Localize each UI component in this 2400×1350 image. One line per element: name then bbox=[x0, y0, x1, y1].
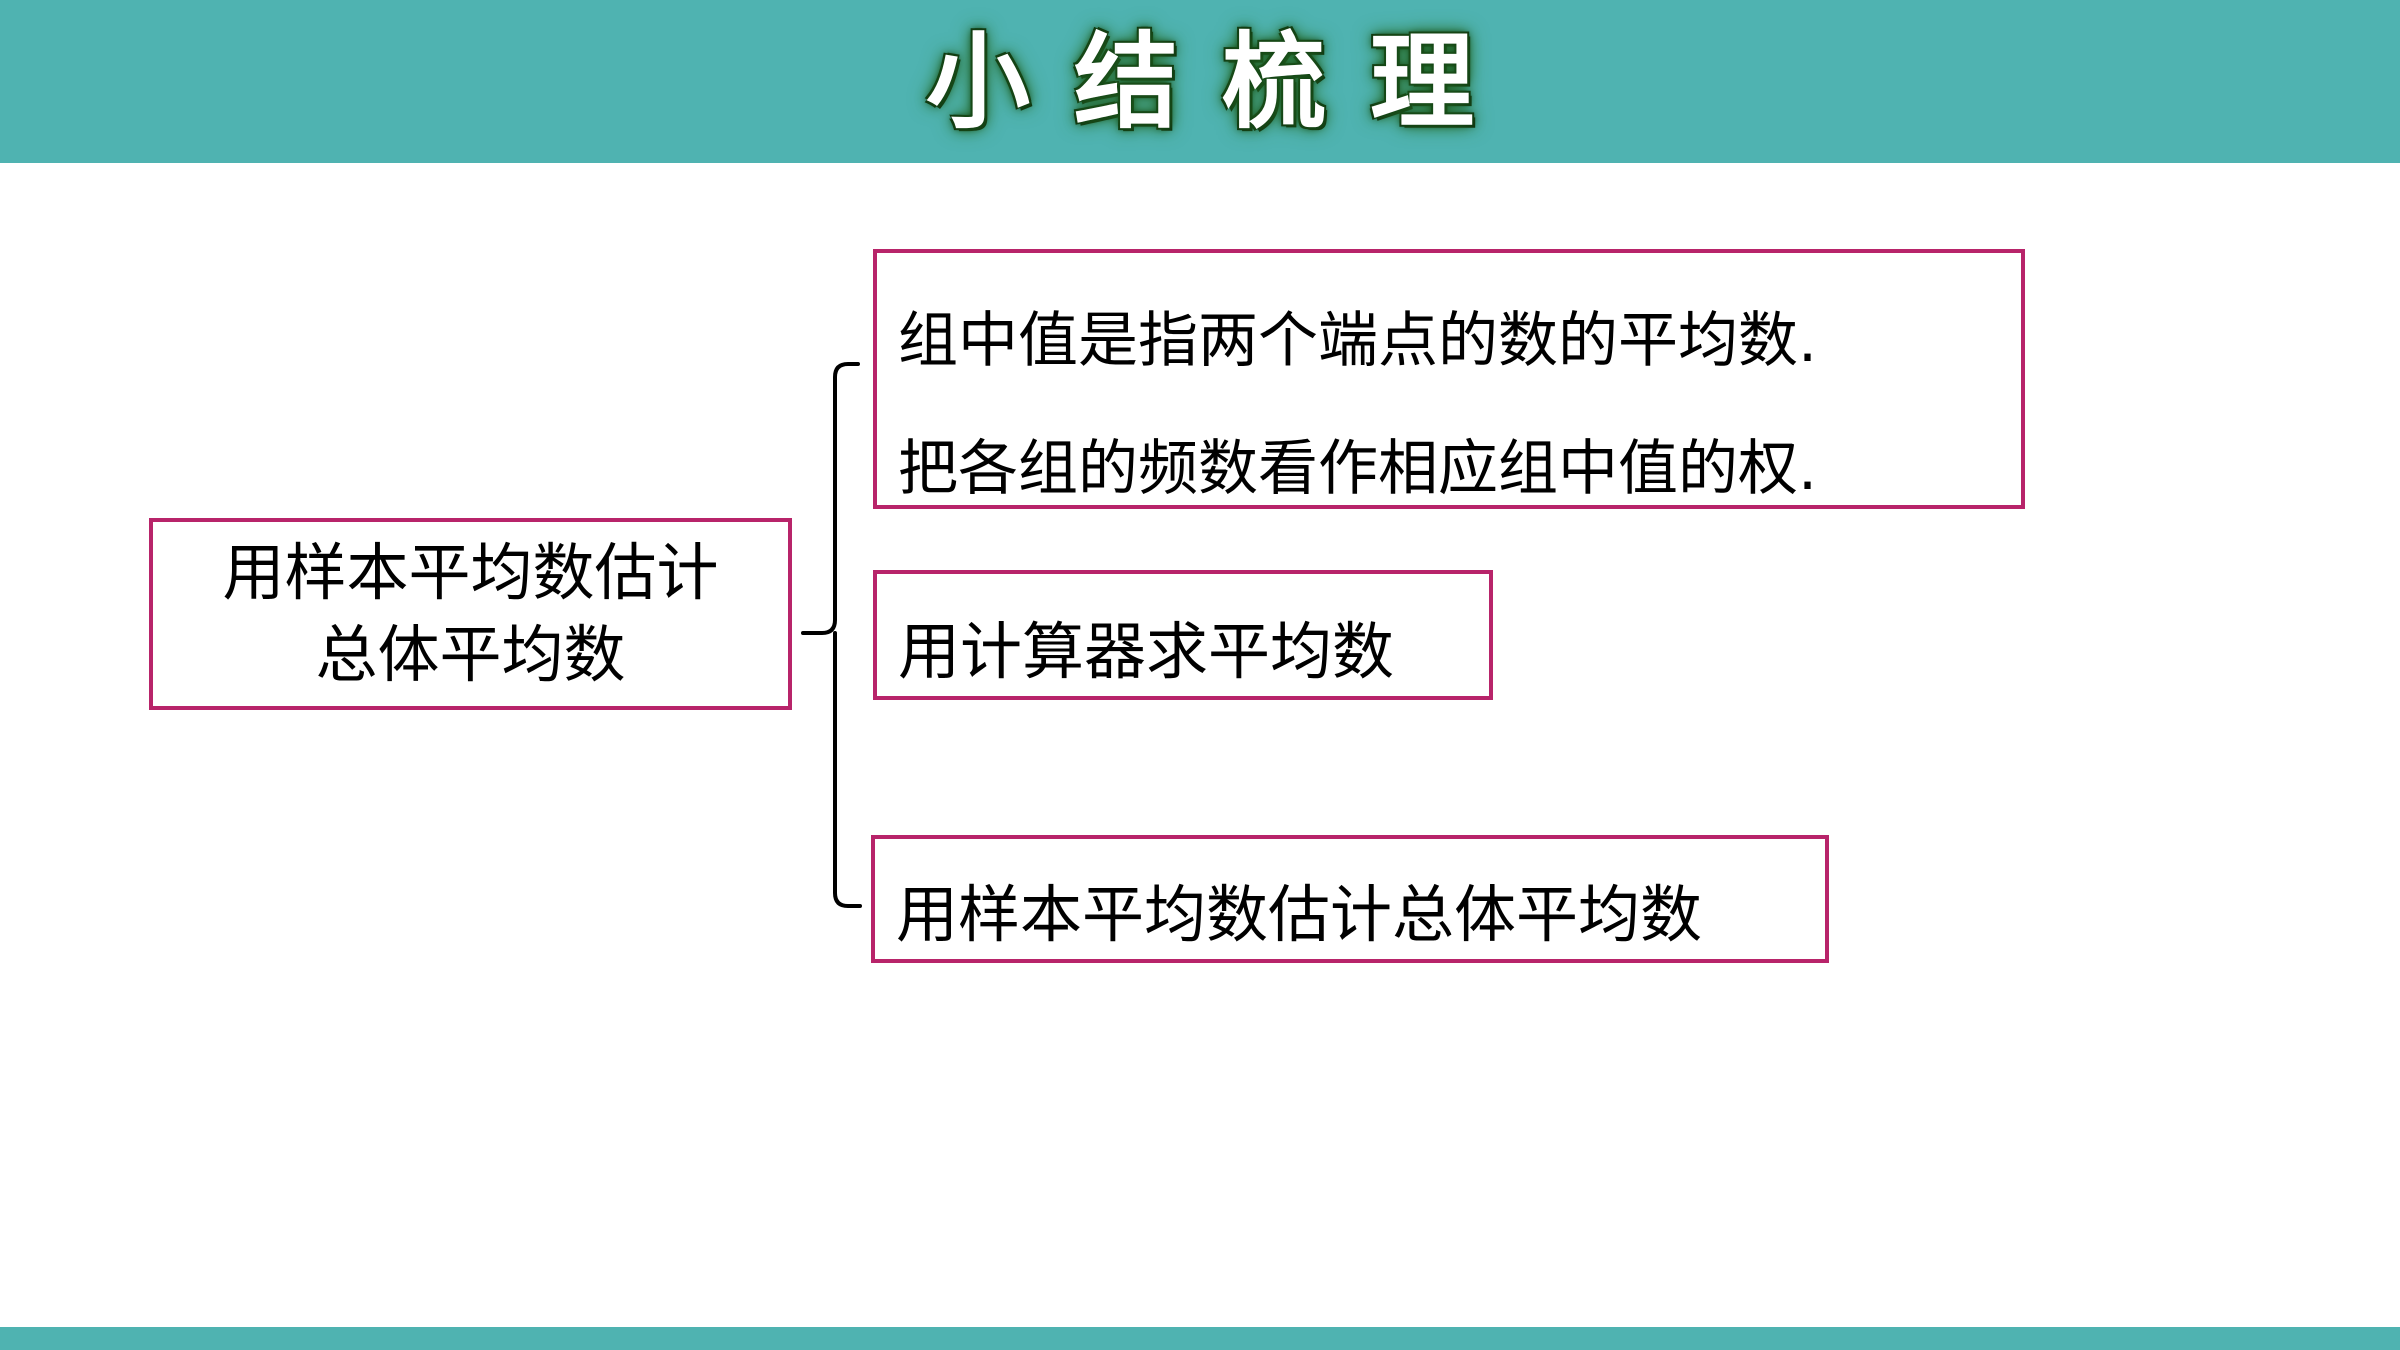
branch-node-group-midpoint: 组中值是指两个端点的数的平均数. 把各组的频数看作相应组中值的权. bbox=[873, 249, 2025, 509]
branch-node-calculator: 用计算器求平均数 bbox=[873, 570, 1493, 700]
main-concept-node: 用样本平均数估计 总体平均数 bbox=[149, 518, 792, 710]
main-concept-line-1: 用样本平均数估计 bbox=[222, 536, 719, 609]
branch-2-text: 用计算器求平均数 bbox=[898, 615, 1395, 688]
footer-bar bbox=[0, 1327, 2400, 1350]
slide-title: 小结梳理 bbox=[925, 20, 1518, 143]
branch-1-line-1: 组中值是指两个端点的数的平均数. bbox=[898, 306, 1818, 376]
main-concept-line-2: 总体平均数 bbox=[315, 618, 626, 691]
branch-1-line-2: 把各组的频数看作相应组中值的权. bbox=[898, 434, 1818, 504]
branch-3-text: 用样本平均数估计总体平均数 bbox=[896, 878, 1703, 951]
branch-node-estimate: 用样本平均数估计总体平均数 bbox=[871, 835, 1829, 963]
header-bar bbox=[0, 0, 2400, 163]
brace-path bbox=[801, 362, 862, 908]
